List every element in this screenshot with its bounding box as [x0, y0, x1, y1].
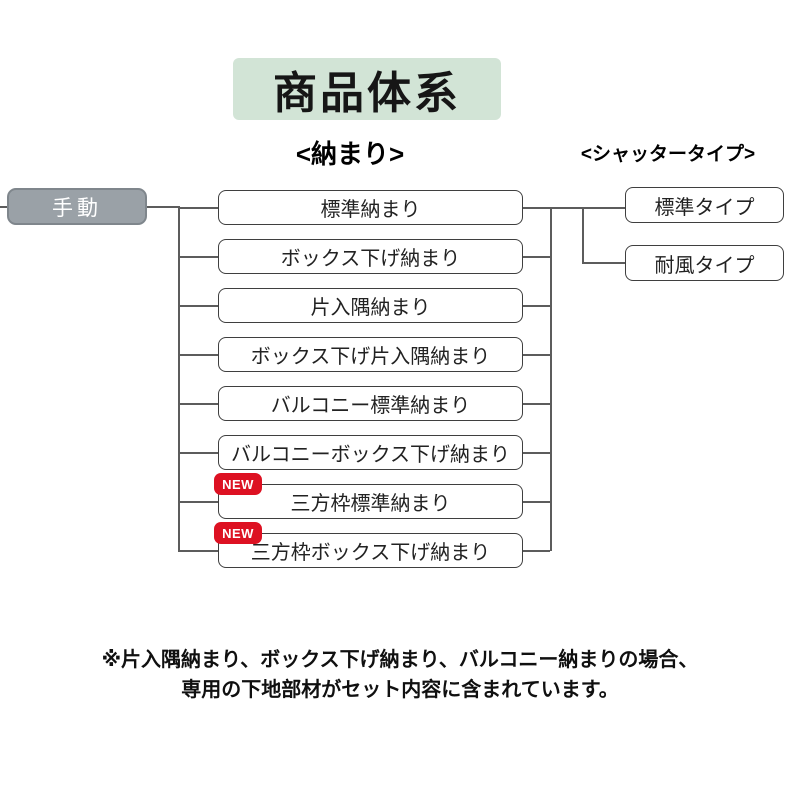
- fitting-node: 三方枠標準納まり: [218, 484, 523, 519]
- connector-line: [582, 262, 625, 264]
- fittings-header: <納まり>: [295, 139, 405, 169]
- connector-line: [178, 452, 218, 454]
- footnote-line-2: 専用の下地部材がセット内容に含まれています。: [181, 679, 619, 701]
- connector-line: [178, 256, 218, 258]
- connector-line: [178, 501, 218, 503]
- connector-line: [178, 305, 218, 307]
- fitting-node: ボックス下げ納まり: [218, 239, 523, 274]
- manual-root-node: 手動: [7, 188, 147, 225]
- connector-line: [178, 550, 218, 552]
- fitting-node: 片入隅納まり: [218, 288, 523, 323]
- connector-line: [523, 354, 550, 356]
- connector-line: [550, 207, 625, 209]
- shutter-type-node: 標準タイプ: [625, 187, 784, 223]
- connector-line: [550, 207, 552, 551]
- fitting-node: バルコニー標準納まり: [218, 386, 523, 421]
- connector-line: [523, 550, 550, 552]
- new-badge: NEW: [214, 522, 262, 544]
- connector-line: [523, 501, 550, 503]
- new-badge: NEW: [214, 473, 262, 495]
- fitting-node: ボックス下げ片入隅納まり: [218, 337, 523, 372]
- footnote-line-1: ※片入隅納まり、ボックス下げ納まり、バルコニー納まりの場合、: [101, 649, 699, 671]
- connector-line: [523, 452, 550, 454]
- connector-line: [147, 206, 178, 208]
- connector-line: [178, 354, 218, 356]
- page-title: 商品体系: [233, 58, 501, 120]
- fitting-node: バルコニーボックス下げ納まり: [218, 435, 523, 470]
- connector-line: [523, 256, 550, 258]
- footnote: ※片入隅納まり、ボックス下げ納まり、バルコニー納まりの場合、 専用の下地部材がセ…: [0, 645, 800, 705]
- connector-line: [523, 305, 550, 307]
- connector-line: [178, 403, 218, 405]
- connector-line: [178, 206, 180, 551]
- connector-line: [582, 207, 584, 263]
- connector-line: [523, 207, 550, 209]
- fitting-node: 標準納まり: [218, 190, 523, 225]
- connector-line: [0, 206, 7, 208]
- connector-line: [178, 207, 218, 209]
- connector-line: [523, 403, 550, 405]
- fitting-node: 三方枠ボックス下げ納まり: [218, 533, 523, 568]
- shutter-type-node: 耐風タイプ: [625, 245, 784, 281]
- shutter-type-header: <シャッタータイプ>: [580, 144, 756, 165]
